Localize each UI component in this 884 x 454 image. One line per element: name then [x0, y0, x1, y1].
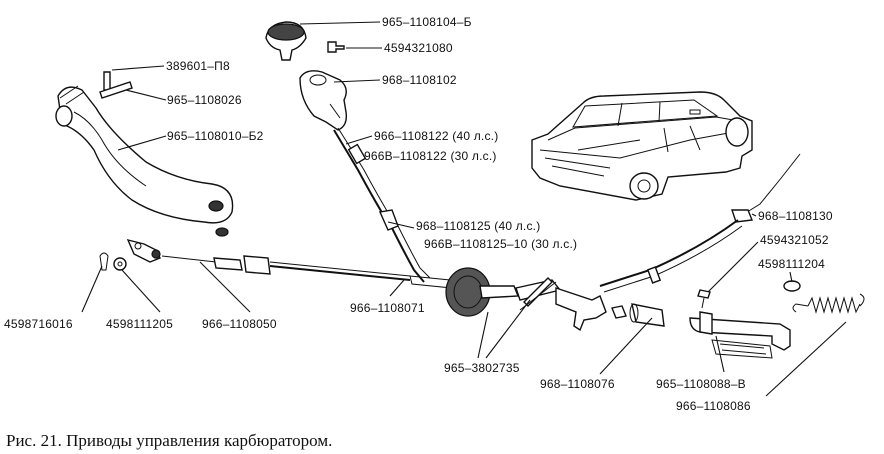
right-cable: [599, 153, 801, 293]
label-tube: 966–1108071: [350, 301, 425, 315]
pin-part: [99, 71, 133, 99]
label-cotter: 4598716016: [4, 317, 73, 331]
accelerator-pedal: [55, 85, 234, 237]
label-pedal: 965–1108010–Б2: [167, 129, 264, 143]
label-screw-right: 4594321052: [760, 233, 829, 247]
cotter-pin-part: [99, 252, 109, 271]
label-pin: 389601–П8: [166, 59, 230, 73]
label-washer-left: 4598111205: [106, 317, 173, 331]
spring-part: [792, 293, 865, 314]
label-cable1-a: 966–1108122 (40 л.с.): [374, 129, 498, 143]
label-knob: 965–1108104–Б: [382, 15, 472, 29]
accelerator-knob: [265, 21, 307, 61]
washer-right-part: [783, 280, 801, 292]
label-sleeve: 968–1108076: [540, 377, 615, 391]
label-spring: 966–1108086: [676, 399, 751, 413]
label-lever: 965–1108088–В: [656, 377, 746, 391]
label-cable1-b: 966В–1108122 (30 л.с.): [364, 149, 497, 163]
screw-top: [327, 41, 345, 53]
label-rod: 966–1108050: [202, 317, 277, 331]
label-grommet: 965–3802735: [444, 361, 520, 375]
tube-part: [479, 277, 607, 332]
car-illustration: [531, 91, 753, 201]
figure-caption: Рис. 21. Приводы управления карбюратором…: [6, 431, 332, 450]
rod-end-part: [126, 238, 161, 263]
washer-left-part: [113, 257, 127, 271]
top-bracket: [299, 70, 348, 131]
upper-cable: [333, 127, 431, 283]
label-screw-top: 4594321080: [384, 41, 453, 55]
leader-lines: [81, 21, 847, 397]
label-bracket-top: 968–1108102: [382, 73, 457, 87]
screw-right-part: [697, 289, 711, 309]
label-pin2: 965–1108026: [167, 93, 242, 107]
lever-part: [689, 311, 791, 359]
rod-part: [161, 255, 453, 289]
sleeve-part: [611, 303, 665, 327]
label-cable2-a: 968–1108125 (40 л.с.): [416, 219, 540, 233]
label-cable2-b: 966В–1108125–10 (30 л.с.): [424, 237, 577, 251]
label-cable-right: 968–1108130: [758, 209, 833, 223]
label-washer-right: 4598111204: [758, 257, 825, 271]
